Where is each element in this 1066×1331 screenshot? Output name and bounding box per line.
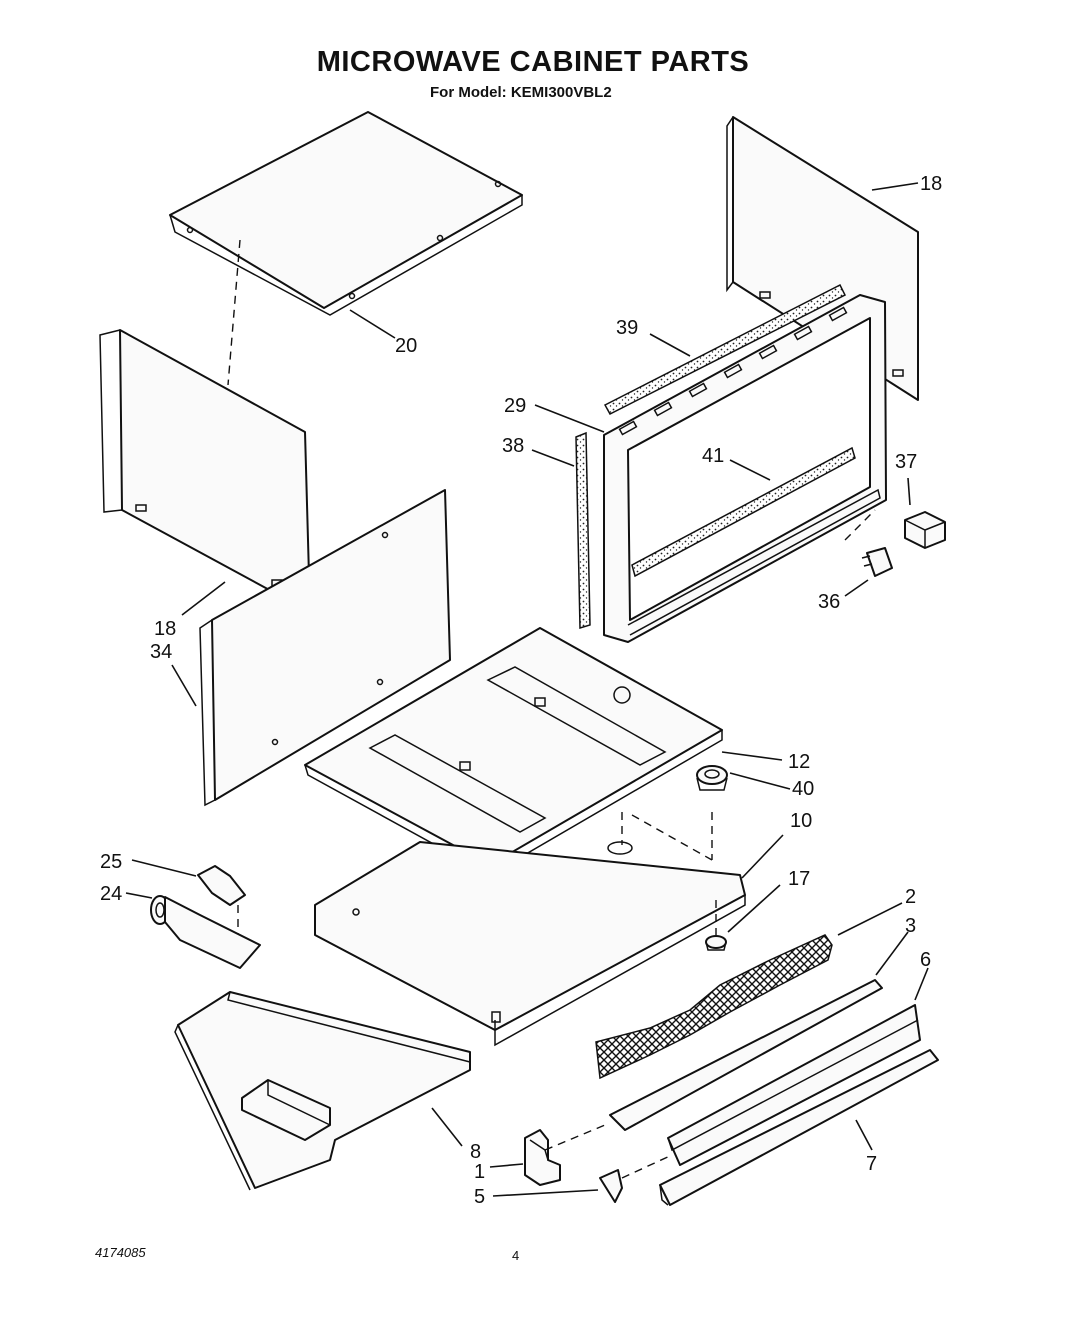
page-number: 4 <box>512 1248 520 1263</box>
part-37-block <box>904 511 946 549</box>
assembly-dashline-36 <box>844 509 876 541</box>
plate-hole <box>607 841 633 855</box>
callout-7: 7 <box>866 1153 877 1175</box>
callout-5: 5 <box>474 1186 485 1208</box>
clip-1 <box>524 1129 561 1186</box>
bottom-rail-7 <box>659 1049 939 1206</box>
callout-39: 39 <box>616 317 638 339</box>
callout-34: 34 <box>150 641 172 663</box>
leader-lines <box>125 182 929 1197</box>
document-code: 4174085 <box>95 1245 146 1260</box>
callout-6: 6 <box>920 949 931 971</box>
callout-37: 37 <box>895 451 917 473</box>
duct-24 <box>150 895 261 969</box>
part-17-nut <box>705 935 727 951</box>
callout-2: 2 <box>905 886 916 908</box>
trim-strip-3 <box>609 979 883 1131</box>
assembly-dashline-1 <box>544 1124 606 1151</box>
callout-41: 41 <box>702 445 724 467</box>
callout-24: 24 <box>100 883 122 905</box>
inner-gasket-41 <box>631 446 856 578</box>
assembly-dashline-20 <box>227 239 241 386</box>
callout-38: 38 <box>502 435 524 457</box>
callout-1: 1 <box>474 1161 485 1183</box>
side-gasket-38 <box>575 431 591 630</box>
assembly-dashline-5 <box>621 1154 673 1179</box>
callout-18-left: 18 <box>154 618 176 640</box>
channel-6 <box>667 1004 921 1166</box>
part-36-connector <box>861 547 893 577</box>
fastener-5 <box>599 1169 623 1203</box>
bracket-25 <box>197 865 246 906</box>
mesh-grille-2 <box>595 934 833 1080</box>
front-frame-29 <box>603 294 887 643</box>
callout-29: 29 <box>504 395 526 417</box>
left-side-panel-18 <box>99 329 311 613</box>
callout-40: 40 <box>792 778 814 800</box>
base-pan-10 <box>314 841 746 1047</box>
callout-10: 10 <box>790 810 812 832</box>
frame-bottom-lip <box>627 488 881 636</box>
callout-36: 36 <box>818 591 840 613</box>
top-panel-20 <box>169 111 523 316</box>
callout-12: 12 <box>788 751 810 773</box>
callout-3: 3 <box>905 915 916 937</box>
assembly-dashline-12 <box>621 812 713 861</box>
callout-18-top: 18 <box>920 173 942 195</box>
panel-8 <box>174 991 471 1191</box>
top-gasket-39 <box>603 283 847 415</box>
callout-8: 8 <box>470 1141 481 1163</box>
callout-17: 17 <box>788 868 810 890</box>
inner-side-panel-34 <box>199 489 451 807</box>
page-title: MICROWAVE CABINET PARTS <box>316 46 750 78</box>
grommet-40 <box>696 765 728 791</box>
callout-20: 20 <box>395 335 417 357</box>
callout-25: 25 <box>100 851 122 873</box>
model-subtitle: For Model: KEMI300VBL2 <box>430 84 612 101</box>
